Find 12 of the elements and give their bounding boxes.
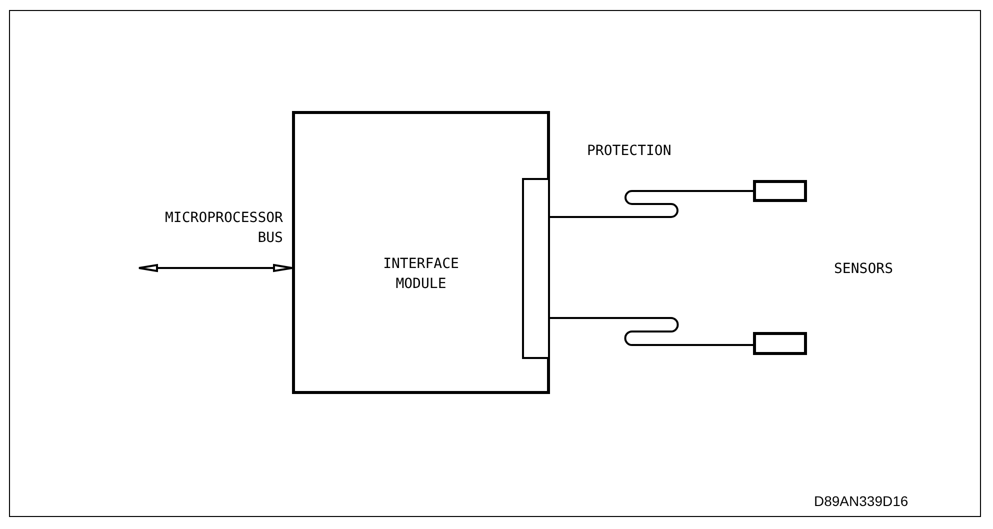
sensor-cable <box>550 190 753 218</box>
module-label: INTERFACE MODULE <box>382 255 460 294</box>
module-box <box>292 111 550 394</box>
figure-code: D89AN339D16 <box>814 492 908 511</box>
bus-arrow <box>138 264 293 272</box>
connector-strip <box>522 178 550 359</box>
protection-label: PROTECTION <box>587 142 672 161</box>
sensor-box <box>753 180 807 202</box>
bus-label: MICROPROCESSOR BUS <box>164 209 283 248</box>
sensors-label: SENSORS <box>834 260 894 279</box>
sensor-box <box>753 332 807 355</box>
sensor-cable <box>550 317 753 346</box>
